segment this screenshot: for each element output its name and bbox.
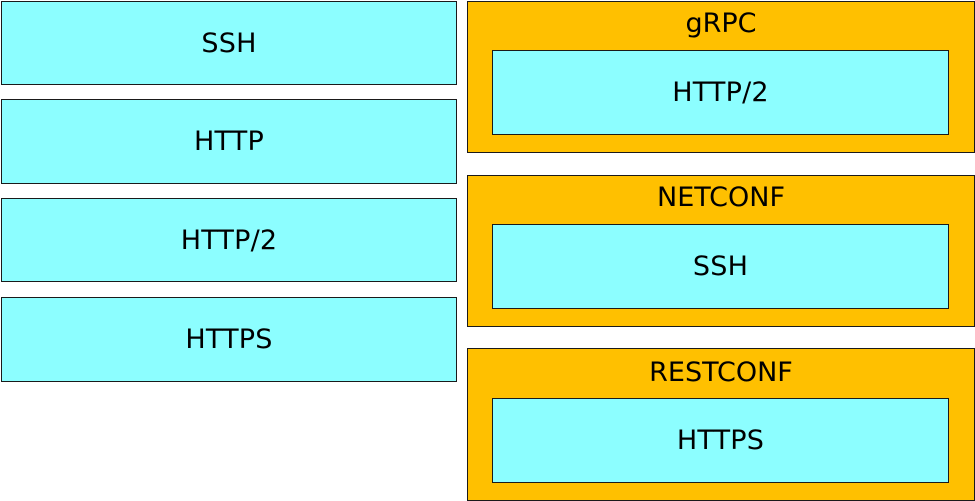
api-group-title: RESTCONF	[649, 357, 793, 388]
api-group-title: gRPC	[685, 8, 757, 39]
transport-label: SSH	[692, 251, 749, 282]
protocol-box-http2[interactable]: HTTP/2	[1, 198, 457, 282]
protocol-label: HTTPS	[185, 324, 273, 355]
transport-label: HTTP/2	[672, 77, 769, 108]
protocol-label: HTTP/2	[180, 224, 278, 256]
transport-label: HTTPS	[676, 425, 765, 456]
transport-slot-restconf[interactable]: HTTPS	[492, 398, 949, 483]
api-group-restconf: RESTCONF HTTPS	[467, 348, 975, 501]
protocol-label: SSH	[201, 27, 257, 59]
api-group-title: NETCONF	[657, 182, 785, 213]
protocol-box-http[interactable]: HTTP	[1, 99, 457, 184]
protocol-box-https[interactable]: HTTPS	[1, 297, 457, 382]
transport-slot-grpc[interactable]: HTTP/2	[492, 50, 949, 135]
api-group-netconf: NETCONF SSH	[467, 175, 975, 327]
transport-slot-netconf[interactable]: SSH	[492, 224, 949, 309]
api-group-grpc: gRPC HTTP/2	[467, 1, 975, 153]
protocol-box-ssh[interactable]: SSH	[1, 1, 457, 85]
protocol-label: HTTP	[194, 126, 264, 157]
